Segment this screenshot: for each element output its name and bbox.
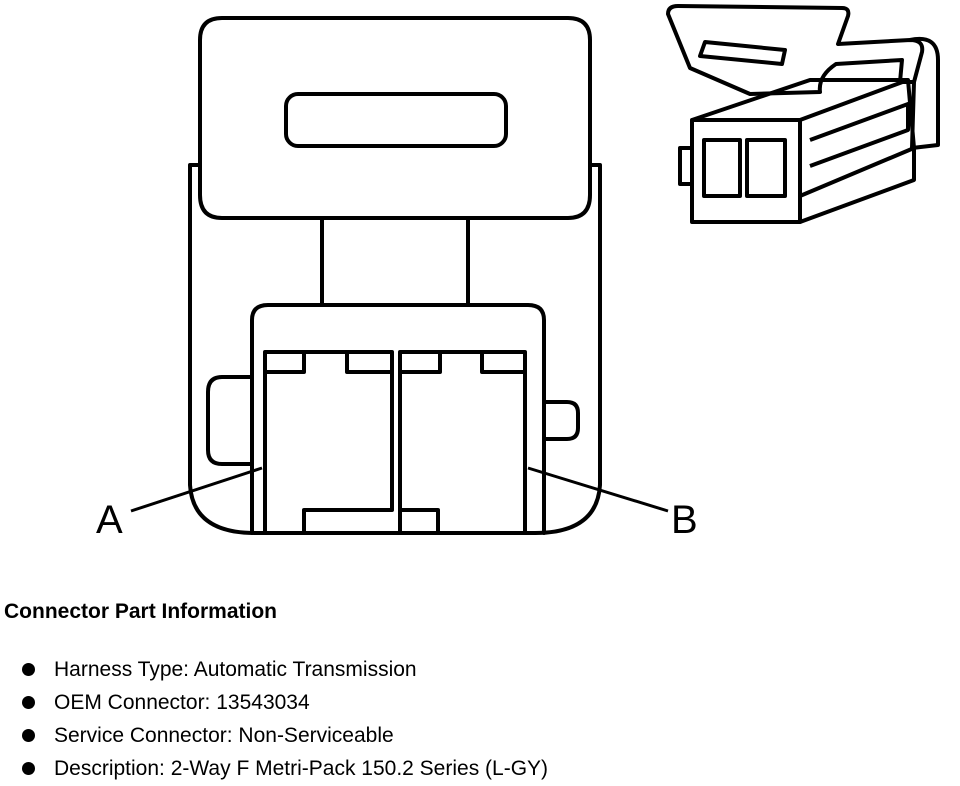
callout-leader-a <box>130 466 263 513</box>
info-item-text: Service Connector: Non-Serviceable <box>54 723 394 747</box>
info-item-text: Description: 2-Way F Metri-Pack 150.2 Se… <box>54 756 549 780</box>
terminal-cavity-b <box>398 350 527 535</box>
callout-leader-b <box>527 466 669 513</box>
connector-body-outline <box>188 163 602 535</box>
info-item-harness-type: Harness Type: Automatic Transmission <box>22 653 548 686</box>
info-item-text: OEM Connector: 13543034 <box>54 690 310 714</box>
bullet-icon <box>22 729 35 742</box>
terminal-cavity-a <box>263 350 394 535</box>
info-item-description: Description: 2-Way F Metri-Pack 150.2 Se… <box>22 752 548 785</box>
bullet-icon <box>22 696 35 709</box>
info-item-text: Harness Type: Automatic Transmission <box>54 657 417 681</box>
connector-diagram <box>130 4 940 535</box>
connector-isometric-thumbnail <box>666 4 940 224</box>
bullet-icon <box>22 663 35 676</box>
connector-latch-tab <box>198 16 592 220</box>
info-list: Harness Type: Automatic Transmission OEM… <box>22 653 548 785</box>
callout-label-a: A <box>96 498 123 542</box>
latch-stem <box>320 216 470 307</box>
info-item-service-connector: Service Connector: Non-Serviceable <box>22 719 548 752</box>
terminal-housing <box>206 303 580 535</box>
info-heading: Connector Part Information <box>4 600 278 623</box>
bullet-icon <box>22 762 35 775</box>
callout-label-b: B <box>671 498 698 542</box>
info-item-oem-connector: OEM Connector: 13543034 <box>22 686 548 719</box>
